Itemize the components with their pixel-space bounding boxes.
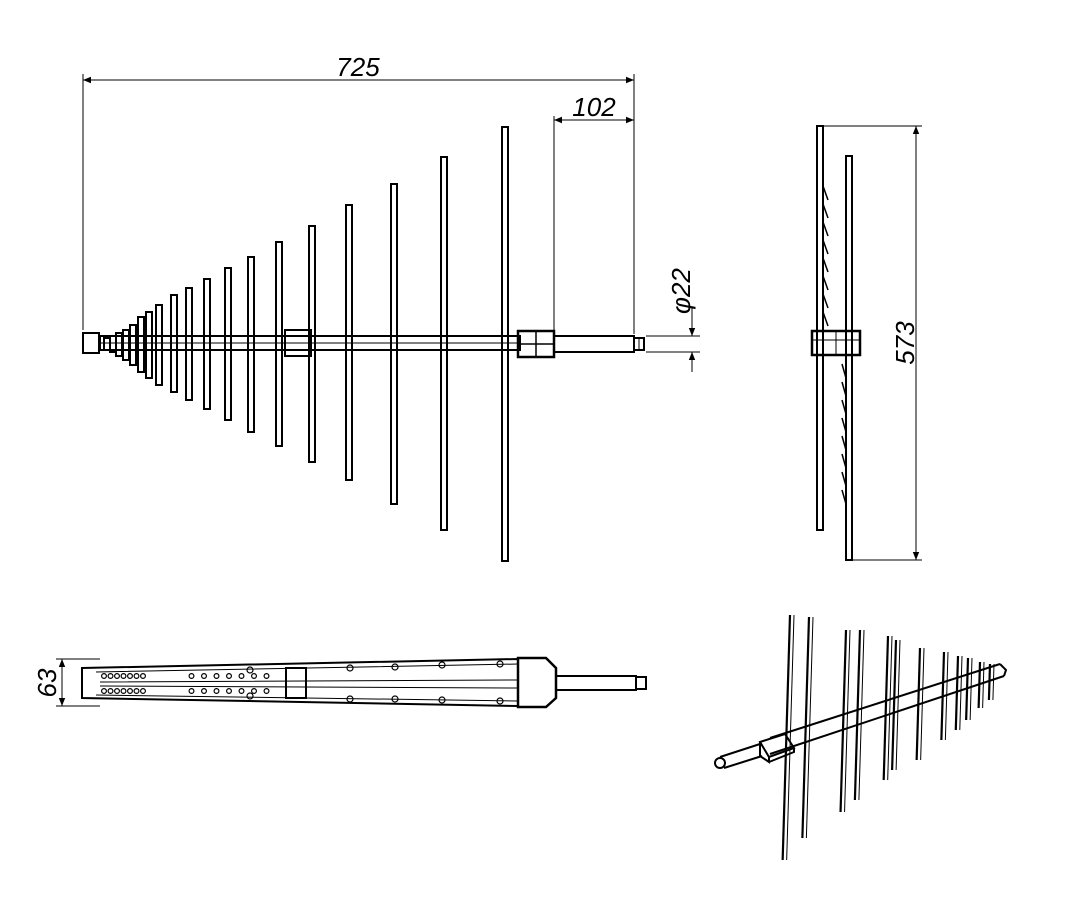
hole: [391, 663, 399, 671]
side-element-right: [845, 155, 853, 561]
hole: [188, 687, 195, 694]
iso-dipole-element: [987, 663, 992, 701]
hole: [238, 672, 245, 679]
hole: [438, 661, 446, 669]
dipole-element: [155, 304, 163, 386]
iso-dipole-element: [839, 629, 848, 813]
hole: [126, 672, 133, 679]
hole: [201, 672, 208, 679]
hole: [251, 672, 258, 679]
dipole-element: [203, 278, 211, 410]
iso-mount-block: [758, 732, 796, 764]
hole: [251, 687, 258, 694]
hole: [120, 687, 127, 694]
connector-tube: [553, 335, 635, 353]
iso-rf-connector: [714, 757, 726, 769]
hole: [346, 664, 354, 672]
iso-dipole-element: [853, 629, 862, 801]
hole: [496, 660, 504, 668]
hole: [140, 687, 147, 694]
hole: [113, 687, 120, 694]
top-connector-tube: [555, 675, 637, 691]
dim-overall-length: 725: [336, 52, 380, 82]
iso-connector-tube: [719, 743, 763, 769]
hole: [107, 687, 114, 694]
mid-clamp: [284, 329, 312, 357]
hole: [113, 672, 120, 679]
dim-boom-width: 63: [32, 668, 62, 697]
hole: [263, 687, 270, 694]
dim-boom-diameter: φ22: [666, 268, 696, 314]
hole: [246, 692, 254, 700]
iso-boom: [769, 663, 1005, 755]
hole: [246, 666, 254, 674]
hole: [226, 672, 233, 679]
hole: [133, 672, 140, 679]
isometric-view: [714, 614, 1008, 861]
iso-elements: [781, 614, 995, 861]
hole: [346, 695, 354, 703]
hole: [188, 672, 195, 679]
dim-connector-length: 102: [572, 92, 616, 122]
dipole-elements: [103, 126, 509, 562]
hole: [438, 696, 446, 704]
hole: [107, 672, 114, 679]
tip-block: [82, 332, 100, 354]
side-element-left: [816, 125, 824, 531]
dipole-element: [390, 183, 398, 505]
hole: [226, 687, 233, 694]
top-view: 63: [32, 656, 647, 709]
iso-dipole-element: [891, 639, 898, 771]
iso-dipole-element: [882, 635, 890, 781]
dipole-element: [185, 287, 193, 401]
hole: [140, 672, 147, 679]
mounting-holes: [100, 660, 504, 705]
hole: [213, 687, 220, 694]
iso-dipole-element: [954, 655, 960, 731]
hole: [120, 672, 127, 679]
dipole-element: [247, 256, 255, 433]
hole: [126, 687, 133, 694]
dipole-element: [145, 311, 153, 379]
top-mid-clamp: [285, 667, 307, 699]
hole: [238, 687, 245, 694]
dipole-element: [122, 329, 130, 361]
hole: [263, 672, 270, 679]
hole: [213, 672, 220, 679]
dipole-element: [224, 267, 232, 421]
dipole-element: [275, 241, 283, 447]
dipole-element: [501, 126, 509, 562]
hole: [496, 697, 504, 705]
dipole-element: [129, 324, 137, 366]
side-view: 573: [810, 125, 922, 561]
hole: [100, 672, 107, 679]
dim-max-element-span: 573: [890, 321, 920, 365]
dipole-element: [137, 316, 145, 373]
dipole-element: [308, 225, 316, 463]
hole: [133, 687, 140, 694]
front-view: 725 102 φ22: [82, 52, 700, 562]
top-mount-block: [516, 656, 558, 709]
hole: [391, 695, 399, 703]
top-rf-connector: [635, 676, 647, 690]
hole: [100, 687, 107, 694]
hole: [201, 687, 208, 694]
